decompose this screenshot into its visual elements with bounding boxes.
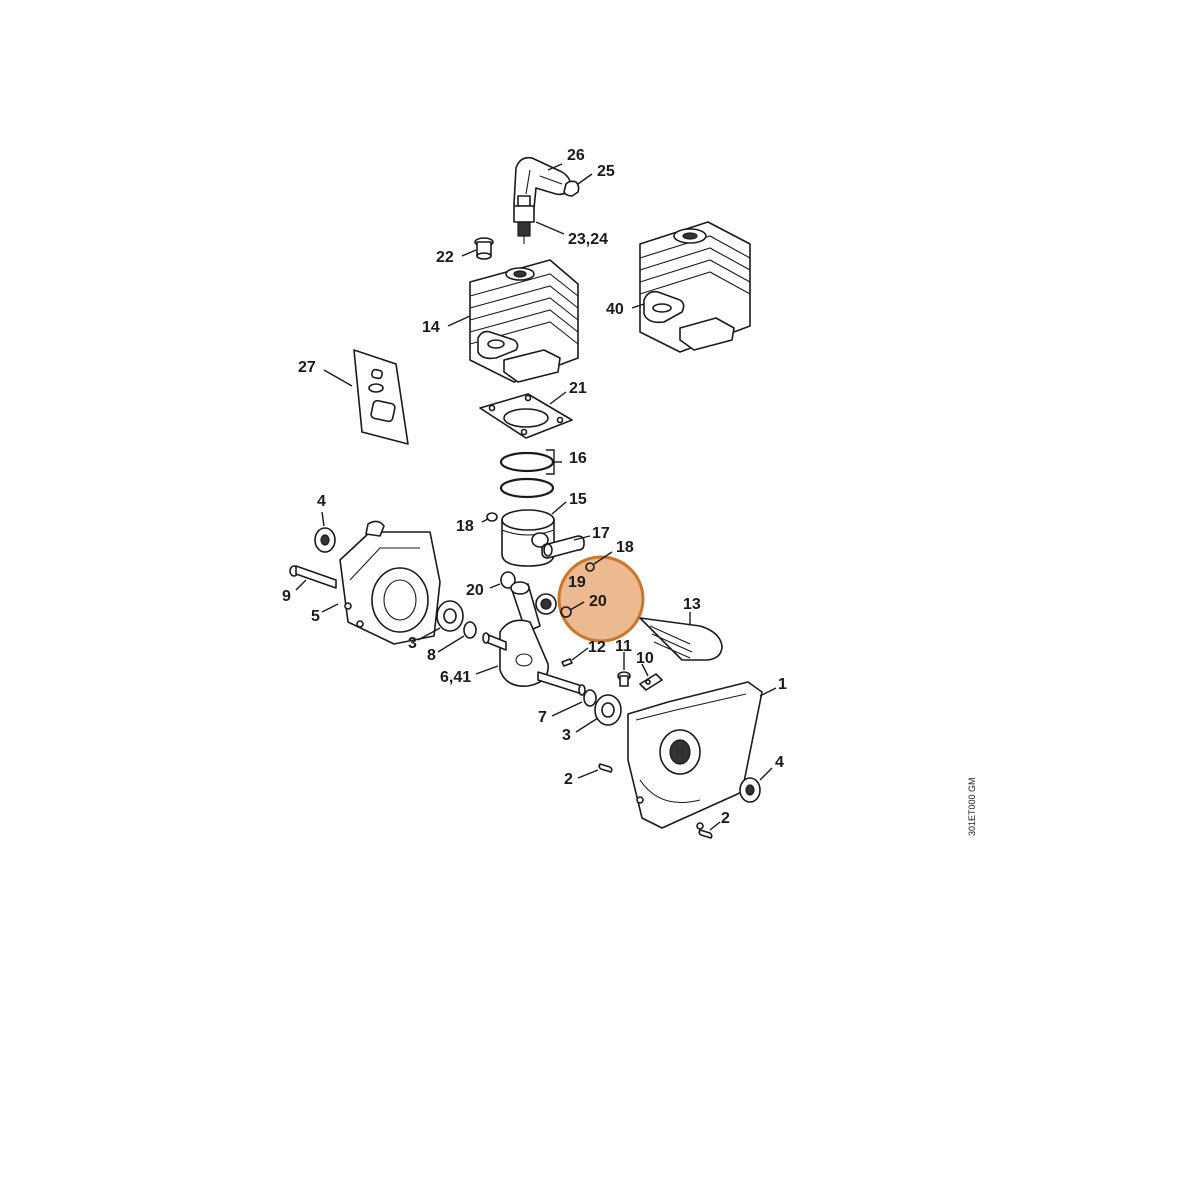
label-26: 26 xyxy=(567,147,585,164)
label-21: 21 xyxy=(569,380,587,397)
woodruff-key[interactable] xyxy=(561,658,573,667)
oil-seal-right[interactable] xyxy=(739,777,761,803)
leader-lines xyxy=(295,163,777,831)
label-12: 12 xyxy=(588,639,606,656)
label-22: 22 xyxy=(436,249,454,266)
label-3-left: 3 xyxy=(408,635,417,652)
crankcase-right[interactable] xyxy=(627,681,763,830)
label-1: 1 xyxy=(778,676,787,693)
label-5: 5 xyxy=(311,608,320,625)
label-14: 14 xyxy=(422,319,440,336)
cylinder-alternate[interactable] xyxy=(639,221,751,353)
label-7: 7 xyxy=(538,709,547,726)
ball-bearing-right[interactable] xyxy=(594,694,622,726)
label-3-right: 3 xyxy=(562,727,571,744)
label-15: 15 xyxy=(569,491,587,508)
needle-cage[interactable] xyxy=(535,593,557,615)
piston-pin[interactable] xyxy=(541,535,585,559)
thrust-washer-left[interactable] xyxy=(500,571,516,589)
piston[interactable] xyxy=(501,509,555,567)
reference-code: 301ET000 GM xyxy=(967,777,977,836)
cylinder-screw[interactable] xyxy=(474,237,494,260)
label-10: 10 xyxy=(636,650,654,667)
spark-plug[interactable] xyxy=(513,195,535,244)
label-20-left: 20 xyxy=(466,582,484,599)
oil-seal-left[interactable] xyxy=(314,527,336,553)
crankcase-left[interactable] xyxy=(339,520,441,645)
heat-shield[interactable] xyxy=(639,617,723,661)
thrust-washer-right[interactable] xyxy=(560,606,572,618)
ring-right[interactable] xyxy=(583,689,597,707)
crankshaft[interactable] xyxy=(482,581,586,696)
label-23-24: 23,24 xyxy=(568,231,608,248)
label-17: 17 xyxy=(592,525,610,542)
label-25: 25 xyxy=(597,163,615,180)
retaining-plate[interactable] xyxy=(639,673,663,691)
label-13: 13 xyxy=(683,596,701,613)
dowel-pin-right[interactable] xyxy=(698,829,713,839)
label-8: 8 xyxy=(427,647,436,664)
label-6-41: 6,41 xyxy=(440,669,471,686)
dowel-pin-left[interactable] xyxy=(598,763,613,773)
crankcase-screw[interactable] xyxy=(289,565,337,589)
label-18-right: 18 xyxy=(616,539,634,556)
label-9: 9 xyxy=(282,588,291,605)
intake-gasket[interactable] xyxy=(353,349,409,445)
cylinder-gasket[interactable] xyxy=(479,393,573,439)
boot-clip[interactable] xyxy=(563,180,580,197)
label-4-left: 4 xyxy=(317,493,326,510)
ball-bearing-left[interactable] xyxy=(436,600,464,632)
highlight-marker xyxy=(557,555,645,643)
label-4-right: 4 xyxy=(775,754,784,771)
label-2-left: 2 xyxy=(564,771,573,788)
label-18-left: 18 xyxy=(456,518,474,535)
label-2-right: 2 xyxy=(721,810,730,827)
ring-left[interactable] xyxy=(463,621,477,639)
circlip-right[interactable] xyxy=(585,562,595,572)
label-27: 27 xyxy=(298,359,316,376)
circlip-left[interactable] xyxy=(486,512,498,522)
piston-rings[interactable] xyxy=(499,451,555,499)
label-19: 19 xyxy=(568,574,586,591)
label-11: 11 xyxy=(615,638,632,655)
cylinder[interactable] xyxy=(469,259,579,383)
part-number-labels: 26 25 23,24 22 14 40 27 21 16 15 18 17 1… xyxy=(282,147,787,827)
plate-screw[interactable] xyxy=(617,671,631,687)
label-20-right: 20 xyxy=(589,593,607,610)
label-16: 16 xyxy=(569,450,587,467)
label-40: 40 xyxy=(606,301,624,318)
